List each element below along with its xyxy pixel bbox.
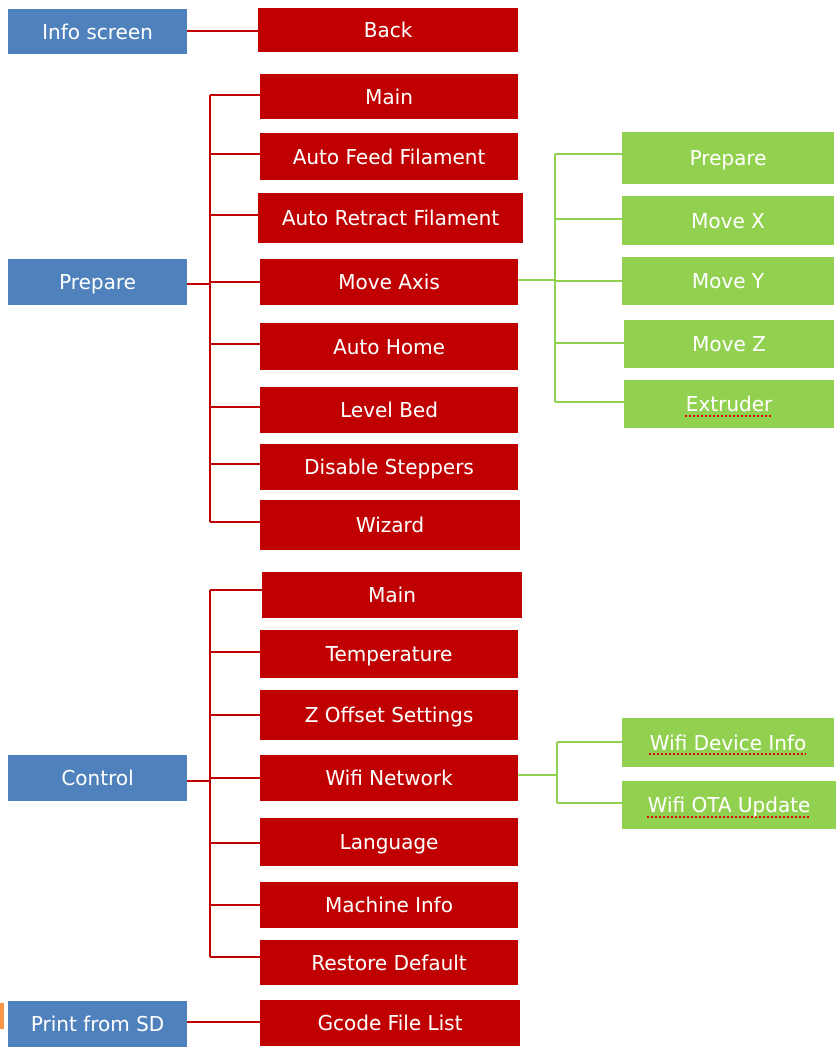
control-item-machine-info-label: Machine Info (325, 893, 453, 917)
prepare-item-disable-steppers: Disable Steppers (260, 444, 518, 490)
move-axis-item-move-z-label: Move Z (692, 332, 766, 356)
root-control-label: Control (61, 766, 134, 790)
red-connectors (187, 30, 262, 1023)
root-info-screen: Info screen (8, 9, 187, 54)
root-print-from-sd: Print from SD (8, 1001, 187, 1047)
prepare-item-auto-retract-filament-label: Auto Retract Filament (281, 206, 500, 230)
root-prepare: Prepare (8, 259, 187, 305)
control-item-temperature-label: Temperature (325, 642, 453, 666)
prepare-item-main-label: Main (365, 84, 413, 109)
control-item-restore-default: Restore Default (260, 940, 518, 985)
prepare-item-auto-retract-filament: Auto Retract Filament (258, 193, 523, 243)
move-axis-item-move-y: Move Y (622, 257, 834, 305)
print-item-gcode-file-list: Gcode File List (260, 1000, 520, 1046)
control-item-machine-info: Machine Info (260, 882, 518, 928)
move-axis-item-move-x: Move X (622, 196, 834, 245)
root-print-from-sd-label: Print from SD (30, 1012, 165, 1036)
green-connectors (518, 153, 624, 804)
control-item-language: Language (260, 818, 518, 866)
control-item-wifi-network: Wifi Network (260, 755, 518, 801)
root-print-edge-mark (0, 1003, 4, 1029)
prepare-item-auto-feed-filament-label: Auto Feed Filament (292, 144, 486, 169)
wifi-item-ota-update: Wifi OTA Update (622, 781, 836, 829)
move-axis-item-extruder-label: Extruder (685, 392, 773, 416)
move-axis-item-prepare: Prepare (622, 132, 834, 184)
move-axis-item-move-y-label: Move Y (691, 269, 765, 293)
move-axis-item-extruder: Extruder (624, 380, 834, 428)
control-item-z-offset-settings: Z Offset Settings (260, 690, 518, 740)
prepare-item-level-bed-label: Level Bed (340, 398, 438, 422)
prepare-item-move-axis: Move Axis (260, 259, 518, 305)
control-item-temperature: Temperature (260, 630, 518, 678)
wifi-item-device-info: Wifi Device Info (622, 718, 834, 767)
prepare-item-move-axis-label: Move Axis (338, 270, 440, 294)
wifi-item-ota-update-label: Wifi OTA Update (647, 793, 811, 817)
root-info-screen-label: Info screen (42, 19, 153, 44)
menu-back: Back (258, 8, 518, 52)
control-item-language-label: Language (339, 830, 439, 854)
prepare-item-main: Main (260, 74, 518, 119)
control-item-z-offset-settings-label: Z Offset Settings (304, 703, 474, 727)
prepare-item-wizard-label: Wizard (355, 513, 425, 537)
move-axis-item-move-z: Move Z (624, 320, 834, 368)
control-item-main-label: Main (368, 583, 416, 607)
control-item-wifi-network-label: Wifi Network (325, 766, 453, 790)
root-prepare-label: Prepare (59, 270, 136, 294)
menu-back-label: Back (363, 18, 413, 42)
prepare-item-level-bed: Level Bed (260, 387, 518, 433)
root-control: Control (8, 755, 187, 801)
control-item-restore-default-label: Restore Default (311, 950, 467, 975)
wifi-item-device-info-label: Wifi Device Info (649, 730, 807, 755)
prepare-item-disable-steppers-label: Disable Steppers (304, 455, 474, 479)
prepare-item-wizard: Wizard (260, 500, 520, 550)
move-axis-item-move-x-label: Move X (691, 208, 765, 233)
prepare-item-auto-feed-filament: Auto Feed Filament (260, 133, 518, 180)
move-axis-item-prepare-label: Prepare (689, 146, 767, 170)
print-item-gcode-file-list-label: Gcode File List (317, 1011, 463, 1035)
prepare-item-auto-home: Auto Home (260, 323, 518, 370)
control-item-main: Main (262, 572, 522, 618)
prepare-item-auto-home-label: Auto Home (333, 334, 445, 359)
